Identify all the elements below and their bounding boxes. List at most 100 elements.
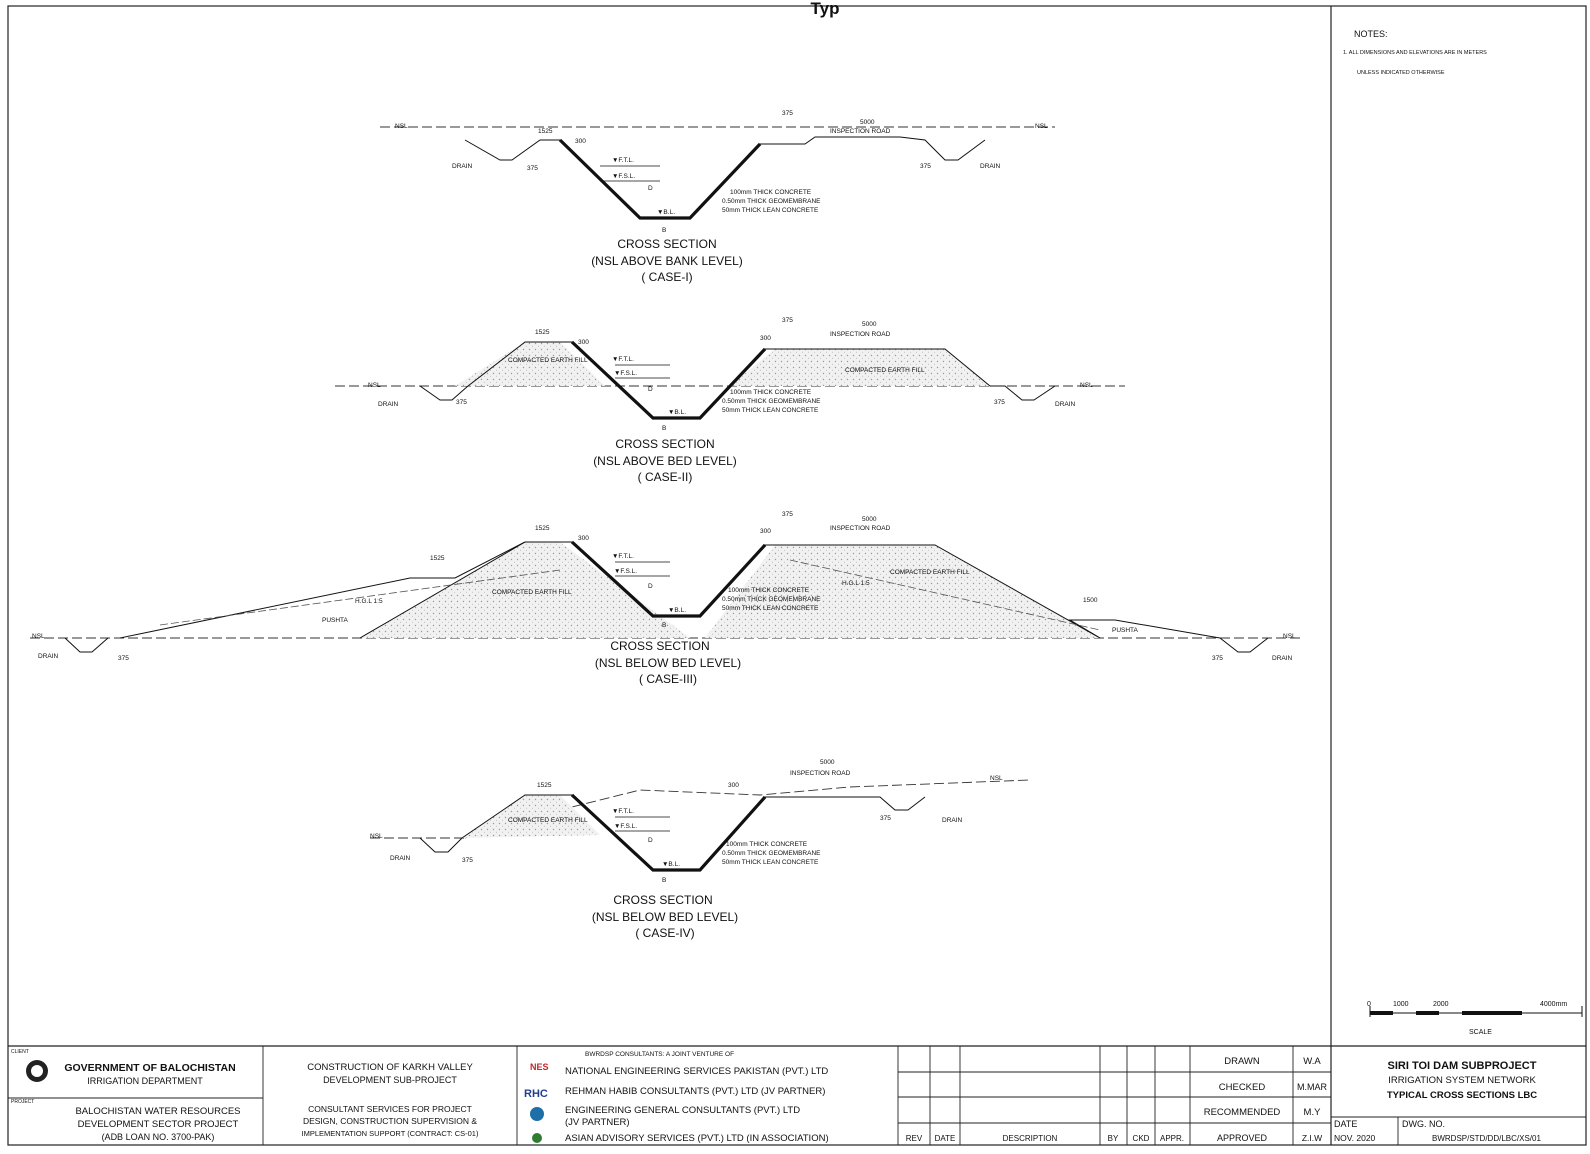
dim-1500-3: 1500 <box>1083 597 1098 604</box>
scale-tick-1000: 1000 <box>1393 1001 1409 1008</box>
ftl-label-1: ▼F.T.L. <box>612 157 634 164</box>
drain-right-3: DRAIN <box>1272 655 1293 662</box>
dim-375-3c: 375 <box>1212 655 1223 662</box>
drain-left-4: DRAIN <box>390 855 411 862</box>
notes-panel: NOTES: 1. ALL DIMENSIONS AND ELEVATIONS … <box>1343 29 1487 76</box>
dim-b-3: B <box>662 622 666 629</box>
notes-line-2: UNLESS INDICATED OTHERWISE <box>1357 70 1445 76</box>
nsl-right-3: NSL <box>1283 633 1296 640</box>
description-header: DESCRIPTION <box>1003 1134 1058 1143</box>
dim-d-3: D <box>648 583 653 590</box>
project-line-1: BALOCHISTAN WATER RESOURCES <box>75 1106 240 1117</box>
bl-label-2: ▼B.L. <box>668 409 686 416</box>
dim-300-2: 300 <box>578 339 589 346</box>
section-title-3: CROSS SECTION <box>610 639 709 653</box>
consultant-line-1: CONSULTANT SERVICES FOR PROJECT <box>308 1104 472 1114</box>
construction-cell: CONSTRUCTION OF KARKH VALLEY DEVELOPMENT… <box>302 1062 479 1138</box>
jv-line-3a: ENGINEERING GENERAL CONSULTANTS (PVT.) L… <box>565 1105 800 1116</box>
nsl-left-2: NSL <box>368 382 381 389</box>
scale-tick-4000: 4000mm <box>1540 1001 1567 1008</box>
jv-line-2: REHMAN HABIB CONSULTANTS (PVT.) LTD (JV … <box>565 1086 825 1097</box>
recommended-value: M.Y <box>1304 1107 1322 1118</box>
pushta-right-3: PUSHTA <box>1112 627 1139 634</box>
dim-375-3b: 375 <box>118 655 129 662</box>
nsl-right-1: NSL <box>1035 123 1048 130</box>
approved-label: APPROVED <box>1217 1133 1268 1143</box>
bl-label-3: ▼B.L. <box>668 607 686 614</box>
lining2-2: 0.50mm THICK GEOMEMBRANE <box>722 398 821 405</box>
dim-375-1: 375 <box>527 165 538 172</box>
aas-logo-icon <box>532 1133 542 1143</box>
dim-1525-4: 1525 <box>537 782 552 789</box>
section-case-4: ▼F.T.L. ▼F.S.L. ▼B.L. B D NSL NSL DRAIN … <box>370 759 1031 940</box>
scale-label: SCALE <box>1469 1029 1492 1036</box>
lining1-4: 100mm THICK CONCRETE <box>726 841 808 848</box>
by-header: BY <box>1108 1134 1119 1143</box>
nes-logo-text: NES <box>530 1062 549 1072</box>
scale-tick-0: 0 <box>1367 1001 1371 1008</box>
dim-1525-1: 1525 <box>538 128 553 135</box>
dim-300-3: 300 <box>578 535 589 542</box>
compacted-fill-4: COMPACTED EARTH FILL <box>508 817 588 824</box>
egc-logo-icon <box>530 1107 544 1121</box>
drain-right-2: DRAIN <box>1055 401 1076 408</box>
dwg-no-value: BWRDSP/STD/DD/LBC/XS/01 <box>1432 1134 1541 1143</box>
dim-b-4: B <box>662 877 666 884</box>
drawn-label: DRAWN <box>1224 1056 1260 1067</box>
fsl-label-2: ▼F.S.L. <box>614 370 637 377</box>
dim-1525-3b: 1525 <box>535 525 550 532</box>
nsl-left-1: NSL <box>395 123 408 130</box>
inspection-road-3: INSPECTION ROAD <box>830 525 891 532</box>
ftl-label-3: ▼F.T.L. <box>612 553 634 560</box>
section-case-1: ▼F.T.L. ▼F.S.L. ▼B.L. B D NSL NSL DRAIN … <box>380 110 1055 284</box>
project-title-cell: SIRI TOI DAM SUBPROJECT IRRIGATION SYSTE… <box>1334 1060 1541 1143</box>
construction-line-1: CONSTRUCTION OF KARKH VALLEY <box>307 1062 473 1073</box>
project-title: SIRI TOI DAM SUBPROJECT <box>1388 1060 1537 1072</box>
dim-1525-3a: 1525 <box>430 555 445 562</box>
section-case-label-4: ( CASE-IV) <box>635 926 694 940</box>
approved-value: Z.I.W <box>1302 1133 1322 1143</box>
section-subtitle-3: (NSL BELOW BED LEVEL) <box>595 656 741 670</box>
rev-header: REV <box>906 1134 923 1143</box>
lining1-3: 100mm THICK CONCRETE <box>728 587 810 594</box>
ftl-label-4: ▼F.T.L. <box>612 808 634 815</box>
dwg-no-label: DWG. NO. <box>1402 1119 1445 1129</box>
dim-300-2b: 300 <box>760 335 771 342</box>
dim-5000-4: 5000 <box>820 759 835 766</box>
drawing-name: TYPICAL CROSS SECTIONS LBC <box>1387 1090 1537 1101</box>
jv-heading: BWRDSP CONSULTANTS: A JOINT VENTURE OF <box>585 1051 734 1058</box>
notes-line-1: 1. ALL DIMENSIONS AND ELEVATIONS ARE IN … <box>1343 50 1487 56</box>
dim-d-1: D <box>648 185 653 192</box>
lining1-2: 100mm THICK CONCRETE <box>730 389 812 396</box>
notes-heading: NOTES: <box>1354 29 1388 39</box>
drain-right-4: DRAIN <box>942 817 963 824</box>
drawing-title-fragment: Typ <box>811 0 840 18</box>
revision-table: REV DATE DESCRIPTION BY CKD APPR. <box>906 1134 1184 1143</box>
dim-375-2: 375 <box>782 317 793 324</box>
checked-value: M.MAR <box>1297 1082 1327 1092</box>
dim-b-2: B <box>662 425 666 432</box>
pushta-left-3: PUSHTA <box>322 617 349 624</box>
project-line-2: DEVELOPMENT SECTOR PROJECT <box>78 1119 239 1130</box>
checked-label: CHECKED <box>1219 1082 1266 1093</box>
client-cell: CLIENT GOVERNMENT OF BALOCHISTAN IRRIGAT… <box>11 1049 241 1142</box>
title-block <box>8 1046 1586 1145</box>
hgl-right-3: H.G.L 1:5 <box>842 580 870 587</box>
signoff-table: DRAWN W.A CHECKED M.MAR RECOMMENDED M.Y … <box>1204 1056 1328 1143</box>
section-title-1: CROSS SECTION <box>617 237 716 251</box>
dim-d-2: D <box>648 386 653 393</box>
ckd-header: CKD <box>1133 1134 1150 1143</box>
dim-375-2b: 375 <box>456 399 467 406</box>
client-name: GOVERNMENT OF BALOCHISTAN <box>64 1062 235 1074</box>
section-subtitle-2: (NSL ABOVE BED LEVEL) <box>593 454 737 468</box>
dim-1525-2: 1525 <box>535 329 550 336</box>
lining3-1: 50mm THICK LEAN CONCRETE <box>722 207 819 214</box>
nsl-left-4: NSL <box>370 833 383 840</box>
dim-5000-1: 5000 <box>860 119 875 126</box>
dim-375-4b: 375 <box>880 815 891 822</box>
section-case-label-2: ( CASE-II) <box>638 470 693 484</box>
fsl-label-4: ▼F.S.L. <box>614 823 637 830</box>
dim-300-3b: 300 <box>760 528 771 535</box>
compacted-fill-2b: COMPACTED EARTH FILL <box>845 367 925 374</box>
